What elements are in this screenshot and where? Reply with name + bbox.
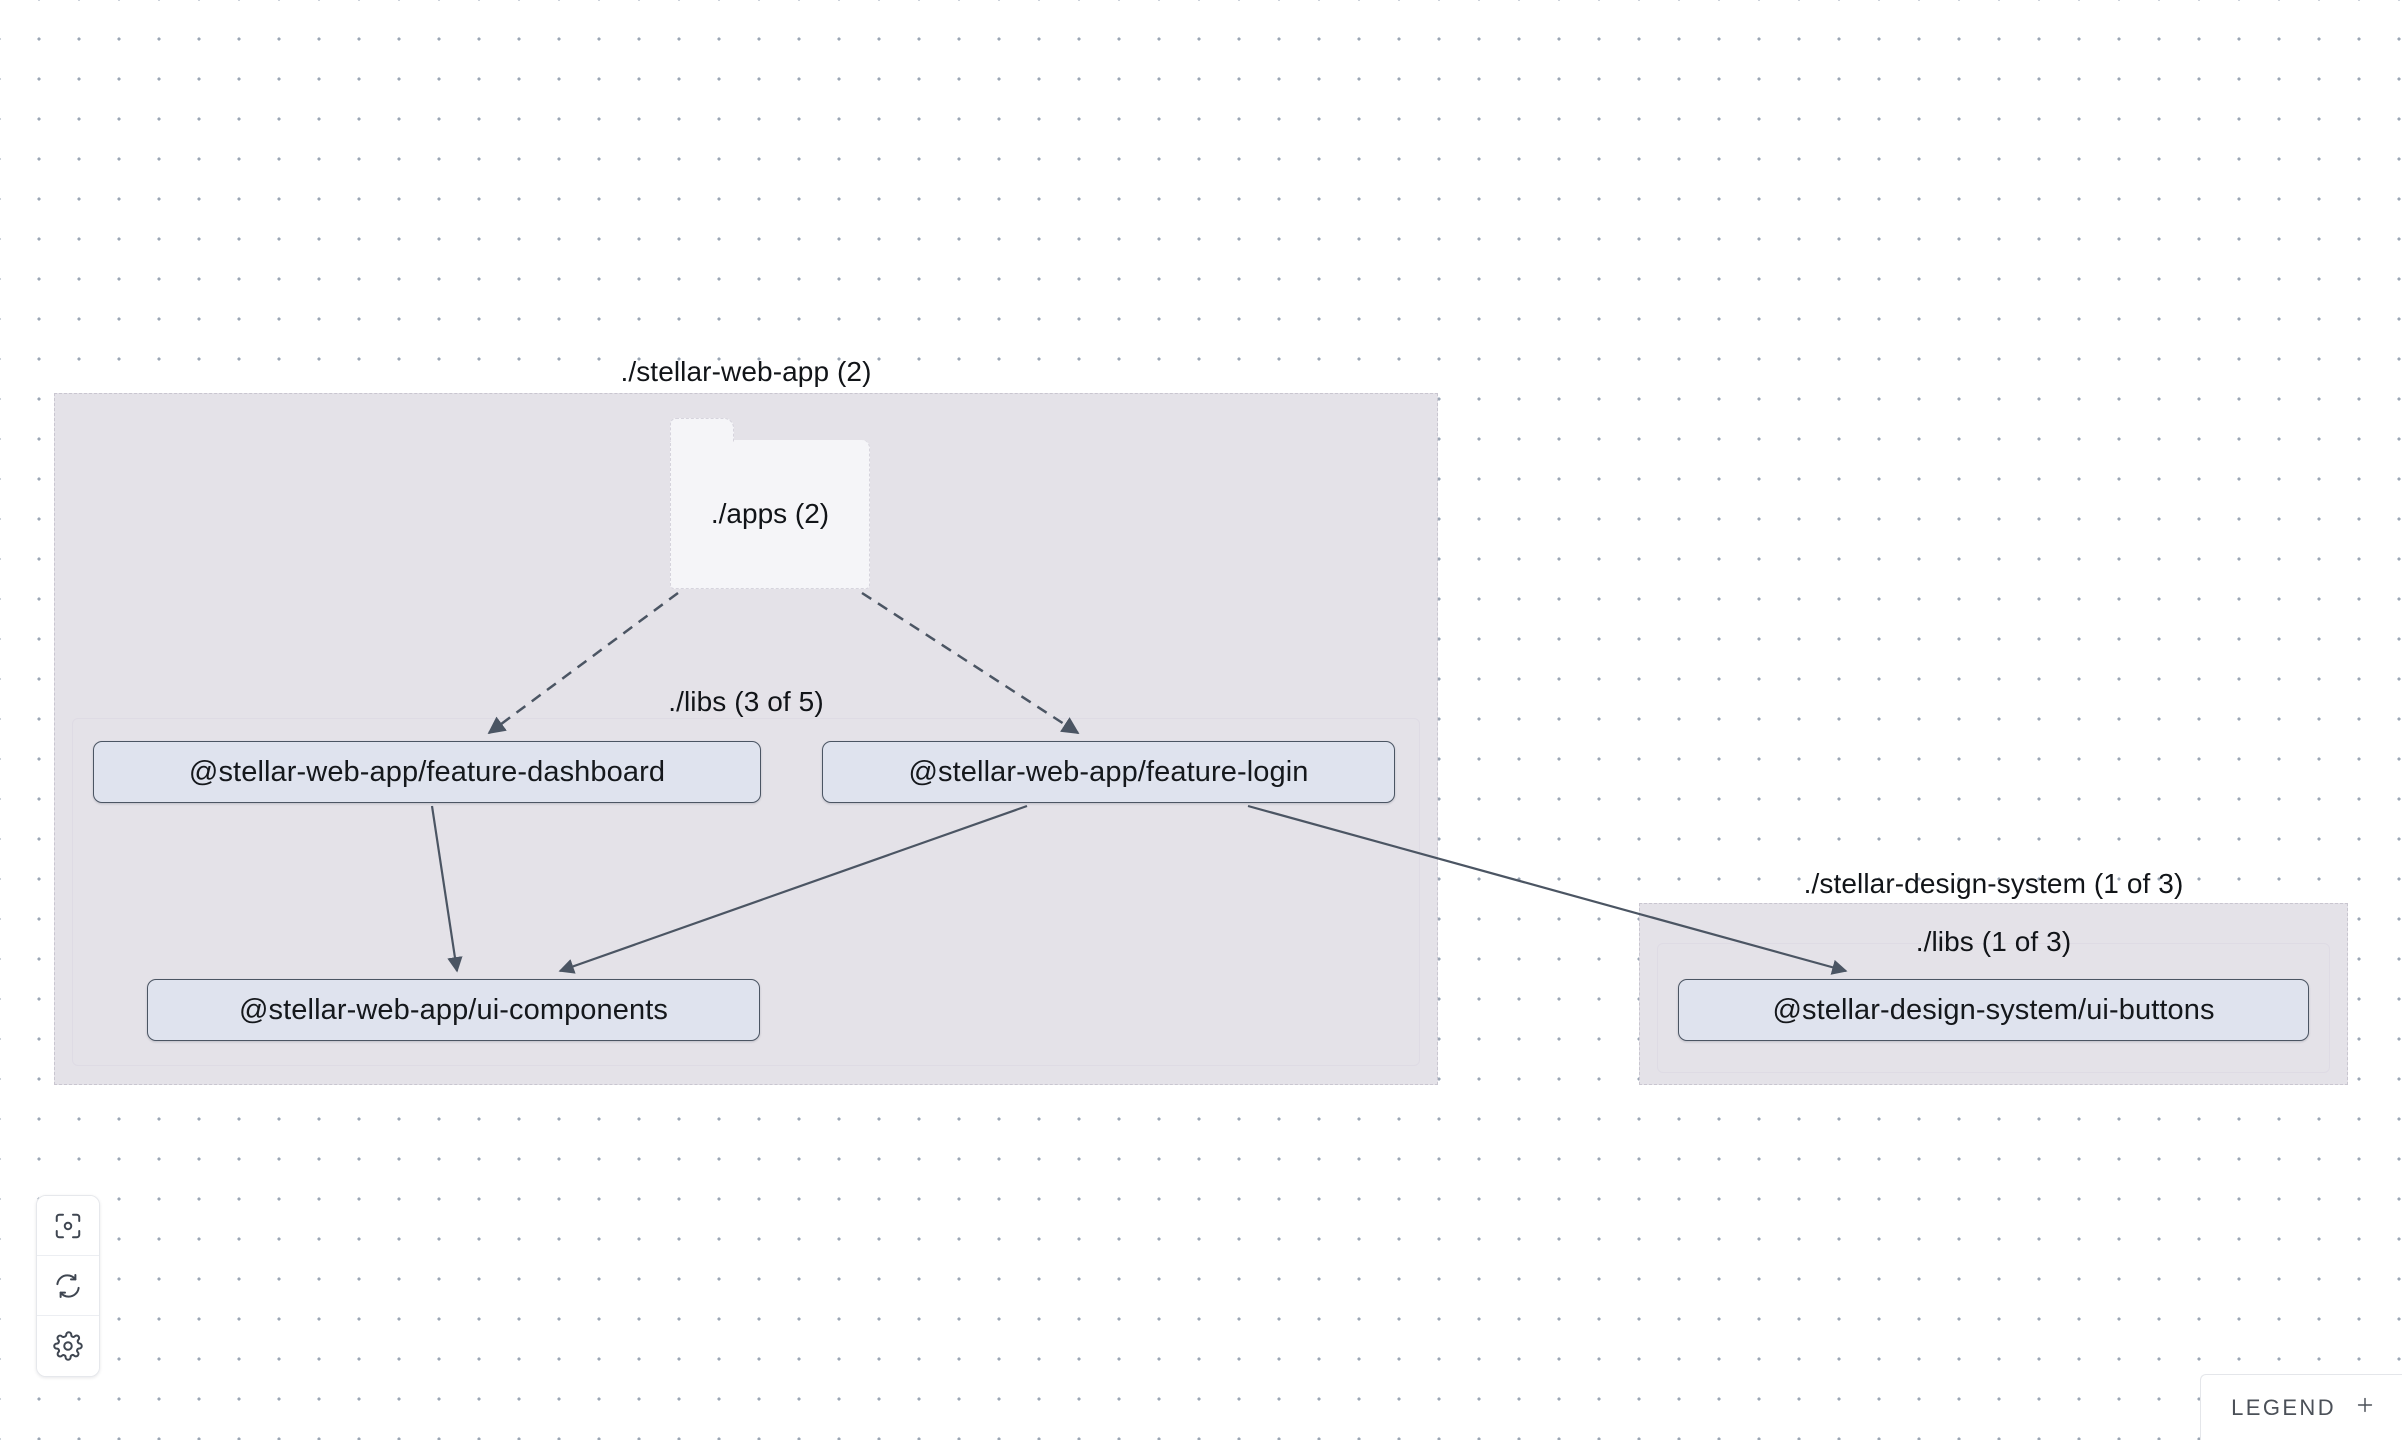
- focus-graph-button[interactable]: [37, 1196, 99, 1256]
- folder-node-apps[interactable]: ./apps (2): [669, 418, 870, 589]
- refresh-button[interactable]: [37, 1256, 99, 1316]
- group-label-stellar-web-app-libs: ./libs (3 of 5): [668, 686, 824, 717]
- group-label-stellar-design-system: ./stellar-design-system (1 of 3): [1803, 868, 2184, 899]
- settings-button[interactable]: [37, 1316, 99, 1376]
- group-label-stellar-web-app: ./stellar-web-app (2): [620, 356, 872, 387]
- refresh-icon: [53, 1271, 83, 1301]
- group-label-stellar-design-system-libs: ./libs (1 of 3): [1915, 926, 2072, 957]
- group-stellar-design-system-libs[interactable]: [1657, 943, 2330, 1073]
- node-ui-buttons[interactable]: @stellar-design-system/ui-buttons: [1678, 979, 2309, 1041]
- node-label-feature-dashboard: @stellar-web-app/feature-dashboard: [188, 755, 666, 788]
- node-ui-components[interactable]: @stellar-web-app/ui-components: [147, 979, 760, 1041]
- node-feature-dashboard[interactable]: @stellar-web-app/feature-dashboard: [93, 741, 761, 803]
- folder-node-apps-label: ./apps (2): [710, 498, 830, 529]
- legend-toggle[interactable]: LEGEND: [2200, 1374, 2402, 1440]
- node-label-ui-buttons: @stellar-design-system/ui-buttons: [1772, 993, 2215, 1026]
- node-label-ui-components: @stellar-web-app/ui-components: [239, 993, 668, 1026]
- focus-target-icon: [53, 1211, 83, 1241]
- legend-label: LEGEND: [2231, 1394, 2336, 1420]
- folder-tab-icon: [669, 418, 734, 445]
- node-label-feature-login: @stellar-web-app/feature-login: [908, 755, 1309, 788]
- plus-icon: [2354, 1394, 2376, 1421]
- node-feature-login[interactable]: @stellar-web-app/feature-login: [822, 741, 1395, 803]
- gear-icon: [53, 1331, 83, 1361]
- graph-controls: [36, 1195, 100, 1377]
